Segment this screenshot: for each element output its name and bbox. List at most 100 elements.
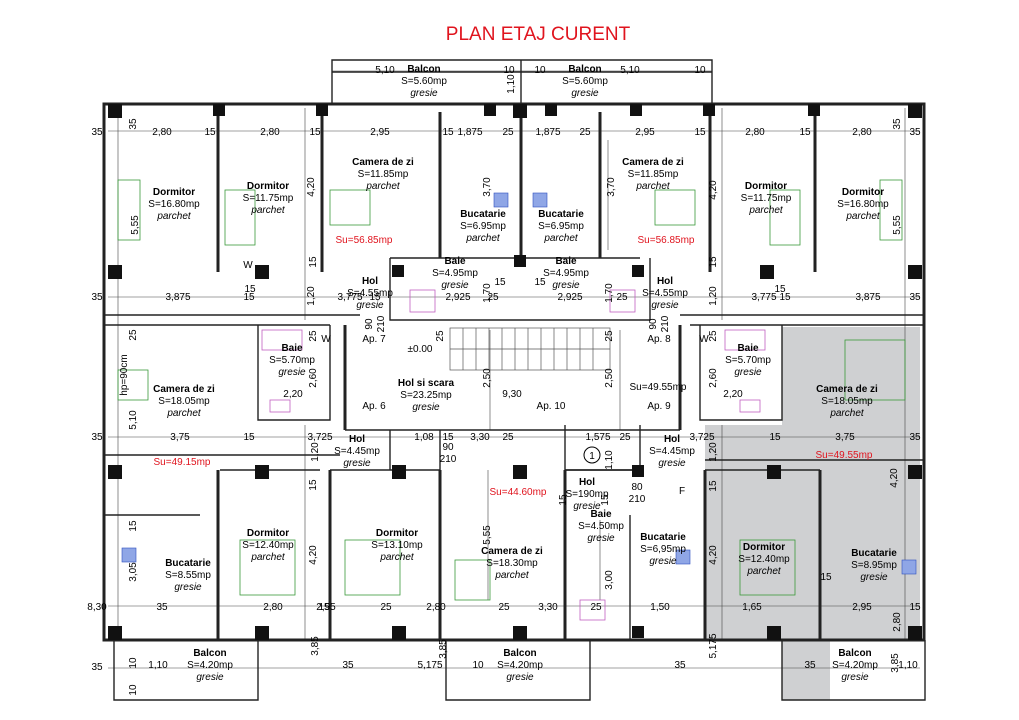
svg-text:Bucatarie: Bucatarie: [165, 558, 211, 569]
dimension-label: 4,20: [308, 545, 319, 565]
dimension-label: 35: [804, 660, 816, 671]
svg-text:Dormitor: Dormitor: [376, 528, 418, 539]
dimension-label: 90: [364, 318, 375, 330]
window-mark: W: [321, 334, 331, 345]
dimension-label: 35: [909, 292, 921, 303]
dimension-label: 4,20: [306, 177, 317, 197]
dimension-label: 1,20: [708, 442, 719, 462]
svg-text:gresie: gresie: [506, 672, 534, 683]
svg-text:S=5.70mp: S=5.70mp: [725, 355, 771, 366]
dimension-label: 15: [318, 602, 330, 613]
useful-area: Su=49.55mp: [816, 450, 873, 461]
svg-text:Camera de zi: Camera de zi: [481, 546, 543, 557]
dimension-label: 3,05: [128, 562, 139, 582]
svg-text:Camera de zi: Camera de zi: [622, 157, 684, 168]
parapet-height: hp=90cm: [119, 354, 130, 395]
svg-text:gresie: gresie: [571, 88, 599, 99]
svg-text:S=12.40mp: S=12.40mp: [242, 540, 294, 551]
dimension-label: 2,925: [557, 292, 582, 303]
dimension-label: 15: [494, 277, 506, 288]
staircase: [449, 327, 611, 371]
svg-text:S=4.55mp: S=4.55mp: [347, 288, 393, 299]
dimension-label: 3,70: [606, 177, 617, 197]
svg-text:S=11.85mp: S=11.85mp: [628, 169, 679, 180]
dimension-label: 35: [91, 292, 103, 303]
dimension-label: 3,85: [438, 639, 449, 659]
dimension-label: 15: [534, 277, 546, 288]
dimension-label: 15: [243, 432, 255, 443]
svg-text:Baie: Baie: [281, 343, 303, 354]
section-marker: [583, 446, 601, 464]
useful-area: Su=49.15mp: [154, 457, 211, 468]
useful-area: Su=56.85mp: [336, 235, 393, 246]
dimension-label: 15: [694, 127, 706, 138]
dimension-label: 15: [799, 127, 811, 138]
dimension-label: 3,875: [855, 292, 880, 303]
svg-text:Camera de zi: Camera de zi: [352, 157, 414, 168]
dimension-label: 210: [660, 315, 671, 332]
dimension-label: 35: [91, 662, 103, 673]
svg-text:S=11.75mp: S=11.75mp: [741, 193, 792, 204]
dimension-label: 15: [308, 479, 319, 491]
dimension-label: 3,00: [604, 570, 615, 590]
svg-text:Baie: Baie: [590, 509, 612, 520]
dimension-label: 2,50: [604, 368, 615, 388]
svg-text:Hol: Hol: [664, 434, 680, 445]
dimension-label: 35: [91, 432, 103, 443]
dimension-label: 5,10: [620, 65, 640, 76]
svg-text:gresie: gresie: [841, 672, 869, 683]
dimension-label: 15: [204, 127, 216, 138]
dimension-label: 3,775: [751, 292, 776, 303]
dimension-label: 2,80: [745, 127, 765, 138]
dimension-label: 35: [892, 118, 903, 130]
dimension-label: 35: [909, 127, 921, 138]
columns: [108, 104, 922, 640]
dimension-label: 15: [369, 292, 381, 303]
dimension-label: 3,75: [835, 432, 855, 443]
dimension-label: 3,30: [538, 602, 558, 613]
svg-text:Dormitor: Dormitor: [247, 528, 289, 539]
dimension-label: 25: [380, 602, 392, 613]
dimension-label: 1,10: [506, 74, 517, 94]
svg-text:parchet: parchet: [635, 181, 671, 192]
misc-labels: hp=90cm ±0.00 1 W W W F: [119, 260, 709, 497]
svg-text:Balcon: Balcon: [503, 648, 536, 659]
dimension-label: 1,575: [585, 432, 610, 443]
dimension-label: 2,60: [308, 368, 319, 388]
svg-text:parchet: parchet: [166, 408, 202, 419]
dimension-label: 3,85: [310, 636, 321, 656]
svg-text:S=4.45mp: S=4.45mp: [649, 446, 695, 457]
dimension-label: 25: [308, 330, 319, 342]
svg-text:gresie: gresie: [649, 556, 677, 567]
svg-text:S=16.80mp: S=16.80mp: [148, 199, 200, 210]
dimension-label: 25: [502, 432, 514, 443]
svg-text:S=4.50mp: S=4.50mp: [578, 521, 624, 532]
svg-text:S=6.95mp: S=6.95mp: [460, 221, 506, 232]
dimension-label: 15: [909, 602, 921, 613]
dimension-label: 2,95: [635, 127, 655, 138]
dimension-label: 4,20: [708, 545, 719, 565]
dimension-label: 4,20: [708, 180, 719, 200]
svg-text:Baie: Baie: [444, 256, 466, 267]
svg-text:gresie: gresie: [410, 88, 438, 99]
svg-text:Bucatarie: Bucatarie: [538, 209, 584, 220]
dimension-label: 2,95: [370, 127, 390, 138]
apartment-label: Ap. 7: [362, 334, 386, 345]
dimension-label: 210: [629, 494, 646, 505]
dimension-label: 3,875: [165, 292, 190, 303]
dimension-label: 1,20: [306, 286, 317, 306]
apartment-label: Ap. 8: [647, 334, 671, 345]
svg-text:Bucatarie: Bucatarie: [851, 548, 897, 559]
